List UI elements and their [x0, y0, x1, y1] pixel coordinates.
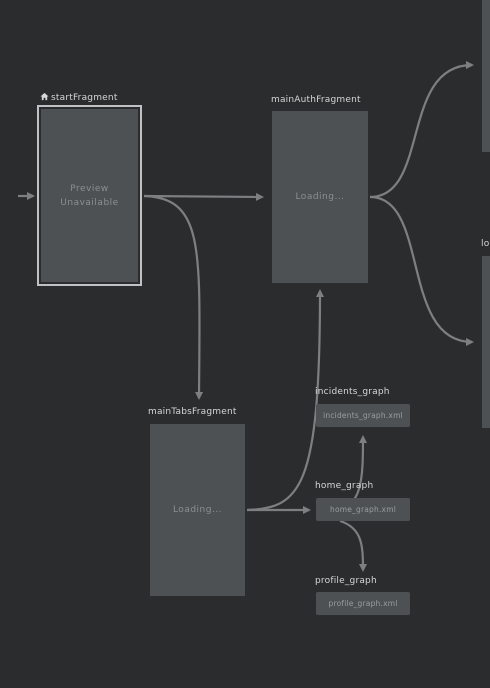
incidents-graph-file: incidents_graph.xml: [323, 411, 403, 420]
preview-unavailable-text: Preview Unavailable: [60, 182, 118, 210]
action-home-to-profile-graph[interactable]: [339, 519, 367, 572]
start-fragment-label: startFragment: [40, 92, 118, 103]
profile-graph-file: profile_graph.xml: [328, 599, 398, 608]
start-fragment-name: startFragment: [51, 93, 118, 103]
action-start-to-main-auth[interactable]: [143, 192, 264, 201]
main-auth-loading-text: Loading...: [295, 192, 345, 202]
main-tabs-fragment-destination[interactable]: Loading...: [150, 424, 245, 596]
profile-graph-label: profile_graph: [315, 576, 377, 586]
start-fragment-destination[interactable]: Preview Unavailable: [37, 105, 142, 286]
preview-line-1: Preview: [70, 183, 109, 194]
main-tabs-loading-text: Loading...: [172, 505, 223, 515]
action-main-auth-to-offscreen-top[interactable]: [369, 61, 474, 199]
home-graph-destination[interactable]: home_graph.xml: [316, 498, 410, 521]
offscreen-destination-top[interactable]: [482, 0, 490, 152]
home-icon: [40, 92, 49, 101]
action-main-tabs-to-main-auth[interactable]: [246, 289, 324, 512]
offscreen-destination-login[interactable]: [482, 256, 490, 428]
main-auth-fragment-destination[interactable]: Loading...: [272, 111, 368, 283]
main-tabs-fragment-label: mainTabsFragment: [148, 407, 237, 417]
preview-line-2: Unavailable: [60, 197, 119, 208]
main-auth-fragment-label: mainAuthFragment: [271, 95, 361, 105]
incidents-graph-destination[interactable]: incidents_graph.xml: [316, 404, 410, 427]
action-main-auth-to-offscreen-login[interactable]: [369, 195, 474, 346]
profile-graph-destination[interactable]: profile_graph.xml: [316, 592, 410, 615]
action-start-to-main-tabs[interactable]: [143, 194, 204, 400]
home-graph-file: home_graph.xml: [330, 505, 396, 514]
offscreen-destination-label: lo: [481, 239, 490, 249]
incidents-graph-label: incidents_graph: [315, 387, 390, 397]
home-graph-label: home_graph: [315, 481, 374, 491]
